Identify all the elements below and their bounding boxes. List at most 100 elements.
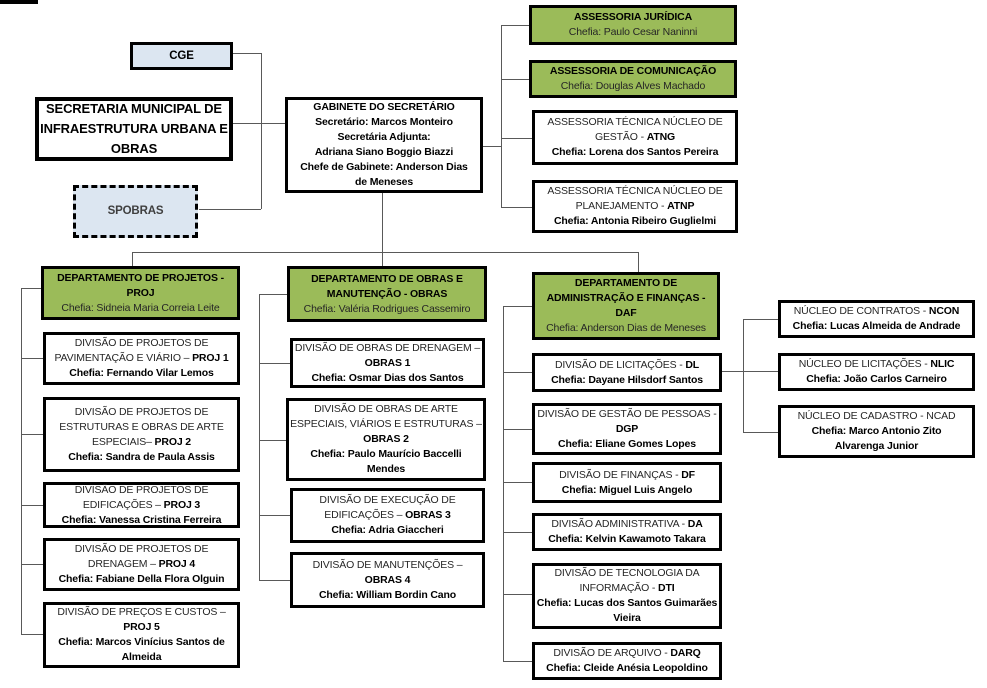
proj5-line-1: DIVISÃO DE PREÇOS E CUSTOS –: [57, 605, 225, 620]
ncon-text: NÚCLEO DE CONTRATOS -: [793, 305, 929, 317]
atnp-line-1: ASSESSORIA TÉCNICA NÚCLEO DE: [547, 184, 722, 199]
da-text: DIVISÃO ADMINISTRATIVA -: [551, 518, 688, 530]
dti-box: DIVISÃO DE TECNOLOGIA DA INFORMAÇÃO - DTI…: [532, 563, 722, 629]
atng-text-bold: Chefia: Lorena dos Santos Pereira: [551, 146, 719, 158]
obras-dept-line-1: DEPARTAMENTO DE OBRAS E: [311, 272, 463, 287]
assessoria-comunicacao-line-2: Chefia: Douglas Alves Machado: [561, 79, 706, 94]
assessoria-juridica-text: Chefia: Paulo Cesar Naninni: [568, 26, 698, 38]
dti-line-3: Chefia: Lucas dos Santos Guimarães: [536, 596, 718, 611]
assessoria-juridica-text-bold: ASSESSORIA JURÍDICA: [573, 11, 693, 23]
assessoria-juridica-line-2: Chefia: Paulo Cesar Naninni: [568, 25, 698, 40]
secretaria-line-3: OBRAS: [111, 139, 157, 159]
dti-text: INFORMAÇÃO -: [579, 582, 659, 594]
dl-line-1: DIVISÃO DE LICITAÇÕES - DL: [555, 358, 699, 373]
proj4-line-2: DRENAGEM – PROJ 4: [88, 557, 195, 572]
gabinete-line-4: Adriana Siano Boggio Biazzi: [315, 145, 453, 160]
daf-dept-line-3: DAF: [615, 306, 636, 321]
daf-dept-text-bold: DAF: [615, 307, 637, 319]
gabinete-line-3: Secretária Adjunta:: [337, 130, 430, 145]
proj1-line-1: DIVISÃO DE PROJETOS DE: [75, 336, 209, 351]
darq-line-2: Chefia: Cleide Anésia Leopoldino: [546, 661, 708, 676]
proj2-text: DIVISÃO DE PROJETOS DE: [74, 405, 209, 418]
obras1-line-3: Chefia: Osmar Dias dos Santos: [311, 371, 463, 386]
assessoria-comunicacao-text: Chefia: Douglas Alves Machado: [560, 80, 706, 92]
proj5-line-3: Chefia: Marcos Vinícius Santos de: [58, 635, 225, 650]
secretaria-line-2: INFRAESTRUTURA URBANA E: [40, 119, 228, 139]
dti-text-bold: Chefia: Lucas dos Santos Guimarães: [536, 597, 718, 609]
proj-dept-text: Chefia: Sidneia Maria Correia Leite: [61, 301, 220, 314]
dti-text-bold: Vieira: [613, 612, 641, 624]
obras1-text-bold: Chefia: Osmar Dias dos Santos: [311, 371, 464, 384]
gabinete-line-5: Chefe de Gabinete: Anderson Dias: [300, 160, 468, 175]
connector-line: [382, 193, 383, 268]
connector-line: [501, 207, 532, 208]
proj4-line-1: DIVISÃO DE PROJETOS DE: [75, 542, 209, 557]
top-left-mark: [0, 0, 38, 4]
dti-line-4: Vieira: [613, 611, 641, 626]
assessoria-juridica-box: ASSESSORIA JURÍDICA Chefia: Paulo Cesar N…: [529, 5, 737, 45]
connector-line: [483, 146, 501, 147]
ncon-text-bold: NCON: [928, 305, 960, 317]
connector-line: [501, 79, 529, 80]
spobras-box: SPOBRAS: [73, 185, 198, 238]
dti-line-2: INFORMAÇÃO - DTI: [579, 581, 674, 596]
ncon-line-2: Chefia: Lucas Almeida de Andrade: [793, 319, 961, 334]
proj-dept-line-3: Chefia: Sidneia Maria Correia Leite: [61, 301, 219, 316]
secretaria-text-bold: OBRAS: [110, 141, 158, 156]
atng-line-3: Chefia: Lorena dos Santos Pereira: [552, 145, 719, 160]
darq-text-bold: DARQ: [670, 647, 701, 659]
cge-text-bold: CGE: [169, 49, 194, 62]
proj2-line-1: DIVISÃO DE PROJETOS DE: [75, 405, 209, 420]
obras1-line-2: OBRAS 1: [365, 356, 411, 371]
proj2-line-4: Chefia: Sandra de Paula Assis: [68, 450, 215, 465]
gabinete-line-2: Secretário: Marcos Monteiro: [315, 115, 453, 130]
dl-text-bold: Chefia: Dayane Hilsdorf Santos: [551, 373, 703, 386]
df-line-2: Chefia: Miguel Luis Angelo: [562, 483, 693, 498]
obras3-line-1: DIVISÃO DE EXECUÇÃO DE: [319, 493, 455, 508]
proj5-line-2: PROJ 5: [123, 620, 160, 635]
connector-line: [503, 532, 532, 533]
connector-line: [132, 252, 133, 266]
connector-line: [132, 252, 638, 253]
connector-line: [259, 440, 286, 441]
proj1-line-2: PAVIMENTAÇÃO E VIÁRIO – PROJ 1: [54, 351, 228, 366]
nlic-text-bold: Chefia: João Carlos Carneiro: [806, 373, 947, 385]
obras2-text-bold: Mendes: [366, 463, 406, 475]
proj5-text-bold: Chefia: Marcos Vinícius Santos de: [58, 636, 225, 648]
proj3-line-1: DIVISÃO DE PROJETOS DE: [75, 483, 209, 498]
obras2-text-bold: OBRAS 2: [363, 433, 409, 445]
obras3-text-bold: Chefia: Adria Giaccheri: [331, 524, 444, 536]
connector-line: [261, 53, 262, 209]
nlic-line-2: Chefia: João Carlos Carneiro: [806, 372, 947, 387]
da-text-bold: DA: [687, 518, 703, 530]
obras3-line-2: EDIFICAÇÕES – OBRAS 3: [324, 508, 451, 523]
nlic-text-bold: NLIC: [930, 358, 955, 370]
atnp-line-2: PLANEJAMENTO - ATNP: [576, 199, 695, 214]
proj4-text: DIVISÃO DE PROJETOS DE: [74, 543, 209, 555]
atng-text: GESTÃO -: [594, 131, 647, 143]
dti-text: DIVISÃO DE TECNOLOGIA DA: [554, 567, 700, 579]
proj5-text-bold: PROJ 5: [123, 621, 160, 633]
connector-line: [21, 564, 43, 565]
cge-line-1: CGE: [169, 49, 194, 64]
obras-dept-text-bold: DEPARTAMENTO DE OBRAS E: [311, 272, 463, 285]
daf-dept-line-2: ADMINISTRAÇÃO E FINANÇAS -: [547, 291, 706, 306]
connector-line: [21, 634, 43, 635]
proj3-text-bold: PROJ 3: [163, 498, 201, 511]
proj-dept-line-1: DEPARTAMENTO DE PROJETOS -: [57, 271, 224, 286]
connector-line: [21, 505, 43, 506]
spobras-line-1: SPOBRAS: [108, 204, 164, 219]
da-line-2: Chefia: Kelvin Kawamoto Takara: [548, 532, 706, 547]
connector-line: [21, 358, 43, 359]
dgp-text-bold: Chefia: Eliane Gomes Lopes: [558, 437, 696, 450]
atnp-text-bold: ATNP: [667, 200, 695, 212]
atnp-text: PLANEJAMENTO -: [575, 200, 668, 212]
atng-text-bold: ATNG: [646, 131, 676, 143]
connector-line: [259, 515, 290, 516]
